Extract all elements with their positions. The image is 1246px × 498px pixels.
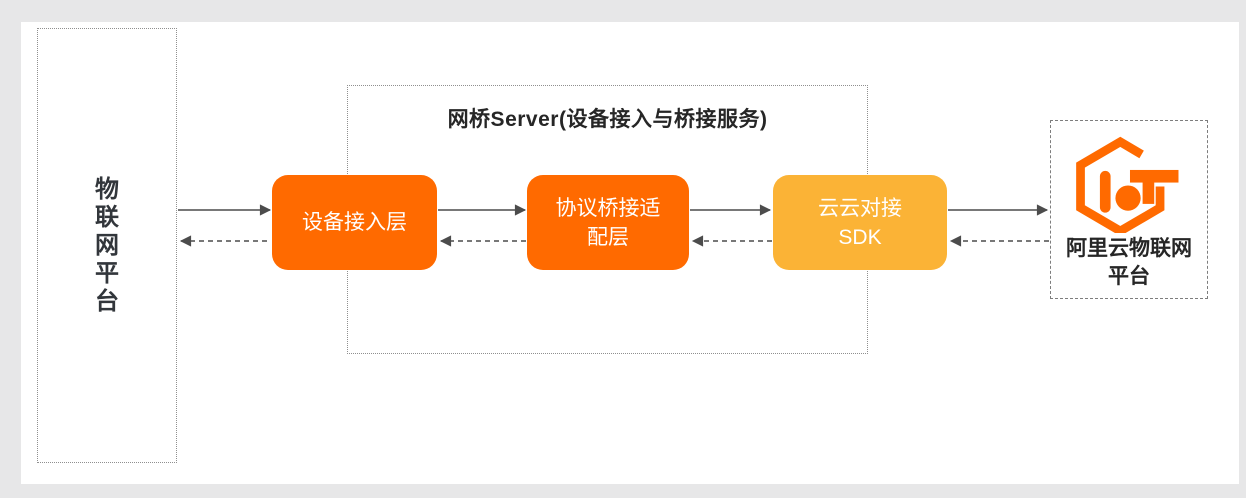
node-label-line: 云云对接 — [818, 196, 902, 220]
node-label-line: 设备接入层 — [302, 211, 407, 234]
node-protocol-bridge-adapt-layer: 协议桥接适 配层 — [527, 175, 689, 270]
diagram-canvas: 物联网平台 网桥Server(设备接入与桥接服务) 设备接入层 协议桥接适 配层… — [21, 22, 1239, 484]
aliyun-label-line: 阿里云物联网 — [1066, 237, 1192, 260]
node-label-line: 协议桥接适 — [555, 196, 661, 220]
aliyun-iot-platform-box: 阿里云物联网 平台 — [1050, 120, 1208, 299]
aliyun-iot-platform-label: 阿里云物联网 平台 — [1066, 235, 1192, 291]
node-cloud-cloud-sdk: 云云对接 SDK — [773, 175, 947, 270]
iot-platform-label: 物联网平台 — [95, 175, 119, 315]
aliyun-label-line: 平台 — [1108, 265, 1150, 288]
bridge-server-title: 网桥Server(设备接入与桥接服务) — [447, 108, 768, 131]
node-device-access-layer: 设备接入层 — [272, 175, 437, 270]
node-label-line: 配层 — [587, 225, 629, 249]
aliyun-iot-logo-icon — [1075, 136, 1178, 233]
node-label-line: SDK — [838, 225, 882, 249]
iot-platform-box: 物联网平台 — [37, 28, 177, 463]
